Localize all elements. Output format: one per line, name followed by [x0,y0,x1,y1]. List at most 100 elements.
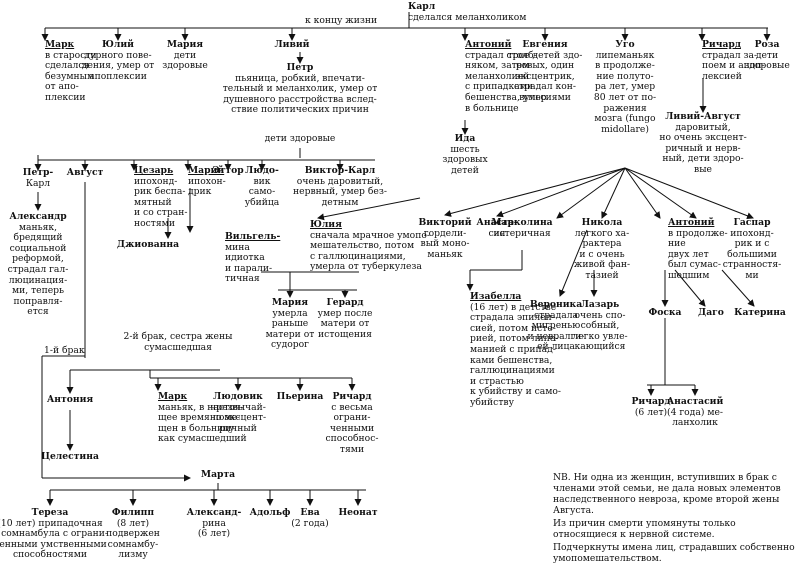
person-description-line: сначала мрачное умопо- [310,229,430,241]
person-description-line: реформой, [12,253,64,265]
person-description-line: и парали- [225,262,273,274]
person-description-line: само- [248,186,276,198]
person-description-line: способнос- [325,433,379,445]
person-name: Людовик [213,391,263,402]
person-description-line: маньяк, [18,221,58,233]
person-description-line: дения, умер от [81,60,155,72]
person-description-line: тазией [585,269,619,281]
person-description-line: мигренью [531,320,581,332]
person-description-line: тичная [225,273,260,285]
person-antoniya: Антония [47,394,93,406]
person-description-line: ражения [603,102,647,114]
person-petr_children: дети здоровые [265,133,336,145]
person-description-line: (6 лет) [634,406,668,418]
person-description-line: вик [253,175,271,187]
person-description-line: щен в больницу [158,422,235,434]
person-description-line: социальной [9,242,67,254]
person-neonat: Неонат [338,507,377,519]
person-avgust: Август [67,167,104,179]
person-name: Герард [326,297,364,308]
person-name: Марк [45,39,75,50]
note-paragraph: NB. Ни одна из женщин, вступивших в брак… [553,472,781,516]
person-description-line: способностями [13,549,87,561]
person-description-line: странностя- [722,259,782,271]
person-name: Пьерина [276,391,324,402]
person-description-line: сия [488,227,506,239]
person-name: Анастасий [666,396,724,407]
person-description-line: подвержен [106,528,160,540]
person-description-line: щее время поме- [158,412,241,424]
person-description-line: ланхолик [672,417,718,429]
person-description-line: истощения [318,328,372,340]
person-description-line: здоровых [442,154,488,166]
person-description-line: сделался [45,60,90,72]
person-description-line: и сомнамбула с ограни- [0,528,108,540]
person-name: Антоний [668,217,715,228]
person-description-line: душевного расстройства вслед- [223,93,377,105]
person-description-line: к убийству и само- [470,386,562,398]
person-description-line: и со стран- [134,207,188,219]
person-description-line: (8 лет) [116,517,150,529]
person-description-line: в больнице [465,102,519,114]
person-name: Изабелла [470,291,522,302]
person-description-line: здоровые [162,60,208,72]
person-description-line: ричный и нерв- [665,142,741,154]
person-description-line: легко увле- [572,330,628,342]
person-description-line: страдала эпилеп- [470,312,555,324]
person-description-line: ми [745,269,759,281]
person-description-line: собный, [580,320,620,332]
person-description-line: (6 лет) [197,528,231,540]
person-name: Виктор-Карл [304,165,376,176]
person-description-line: детным [321,196,359,208]
person-description-line: и невралги- [527,330,585,342]
person-name: Ева [300,507,320,518]
person-name: Ричард [631,396,671,407]
person-name: Эттор [212,165,244,176]
person-description-line: идиотка [225,252,265,264]
person-liviy: Ливий [274,39,310,51]
person-description-line: большими [727,248,777,260]
person-description-line: дурного пове- [84,49,152,61]
person-description-line: рик и с [734,238,770,250]
person-description-line: мешательство, потом [310,240,415,252]
person-description-line: двух лет [668,248,709,260]
person-description-line: сией, потом исте- [470,322,556,334]
person-description-line: с припадками [465,81,533,93]
person-name: Джиованна [116,239,180,250]
person-richard3: Ричард(6 лет) [631,396,671,418]
person-description-line: мина [225,241,250,253]
person-name: Юлий [102,39,134,50]
person-description-line: манией с припад- [470,343,556,355]
person-description-line: страдал за- [702,49,758,61]
second-marriage-text: 2-й брак, сестра жены сумасшедшая [123,331,233,353]
person-description-line: был сумас- [668,259,722,271]
person-description-line: ричный [219,422,257,434]
person-description-line: лексией [702,70,742,82]
person-name: Ливий [274,39,310,50]
person-name: Уго [615,39,635,50]
nb-note: NB. Ни одна из женщин, вступивших в брак… [553,472,795,566]
person-description-line: шесть [450,143,480,155]
person-description-line: галлюцинациями [470,365,555,377]
person-description-line: дрик [188,186,212,198]
person-description-line: в продолже- [668,227,728,239]
person-name: Марколина [491,217,553,228]
person-description-line: поем и апоп- [702,60,765,72]
person-description-line: безумным [45,70,95,82]
person-celestina: Целестина [41,451,99,463]
person-description-line: мозга (fungo [594,113,656,125]
person-description-line: страдал столб- [465,49,537,61]
person-description-line: ный, дети здоро- [662,153,744,165]
person-description-line: здоровые [744,60,790,72]
